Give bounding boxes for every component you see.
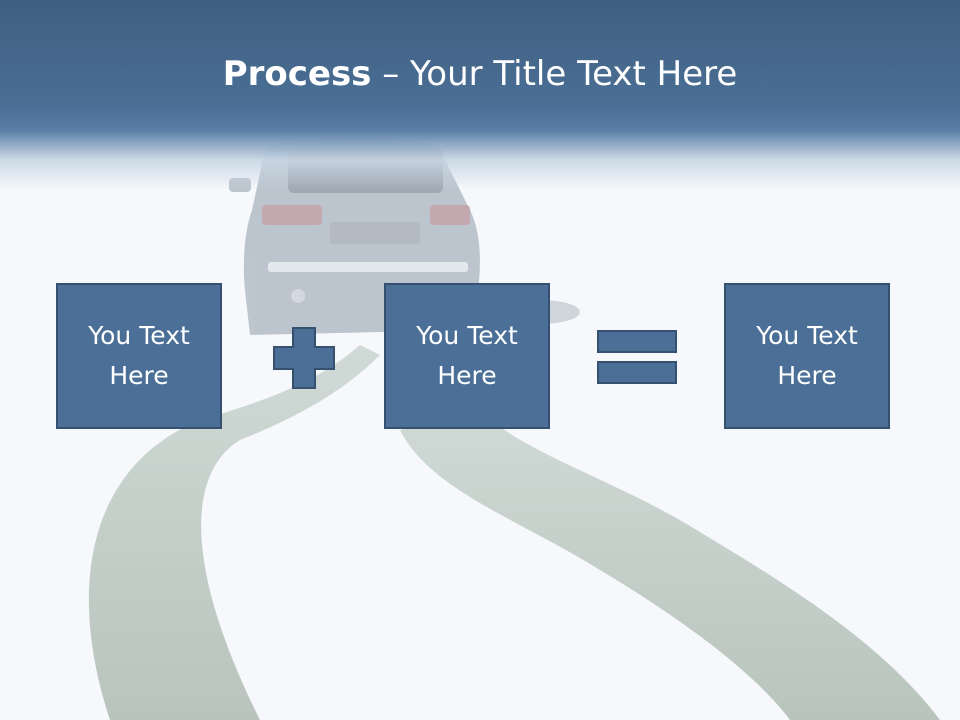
process-box-3[interactable]: You Text Here <box>724 283 890 429</box>
equals-icon <box>597 330 677 384</box>
slide-title: Process – Your Title Text Here <box>0 52 960 96</box>
title-bold: Process <box>222 54 372 94</box>
grass-track-left <box>88 345 380 720</box>
grass-track-right <box>400 410 940 720</box>
process-box-2-label: You Text Here <box>416 321 518 390</box>
process-box-1-label: You Text Here <box>88 321 190 390</box>
header-band <box>0 0 960 190</box>
process-box-2[interactable]: You Text Here <box>384 283 550 429</box>
title-rest: – Your Title Text Here <box>371 54 738 94</box>
process-box-3-label: You Text Here <box>756 321 858 390</box>
plus-icon <box>273 327 335 389</box>
process-box-1[interactable]: You Text Here <box>56 283 222 429</box>
